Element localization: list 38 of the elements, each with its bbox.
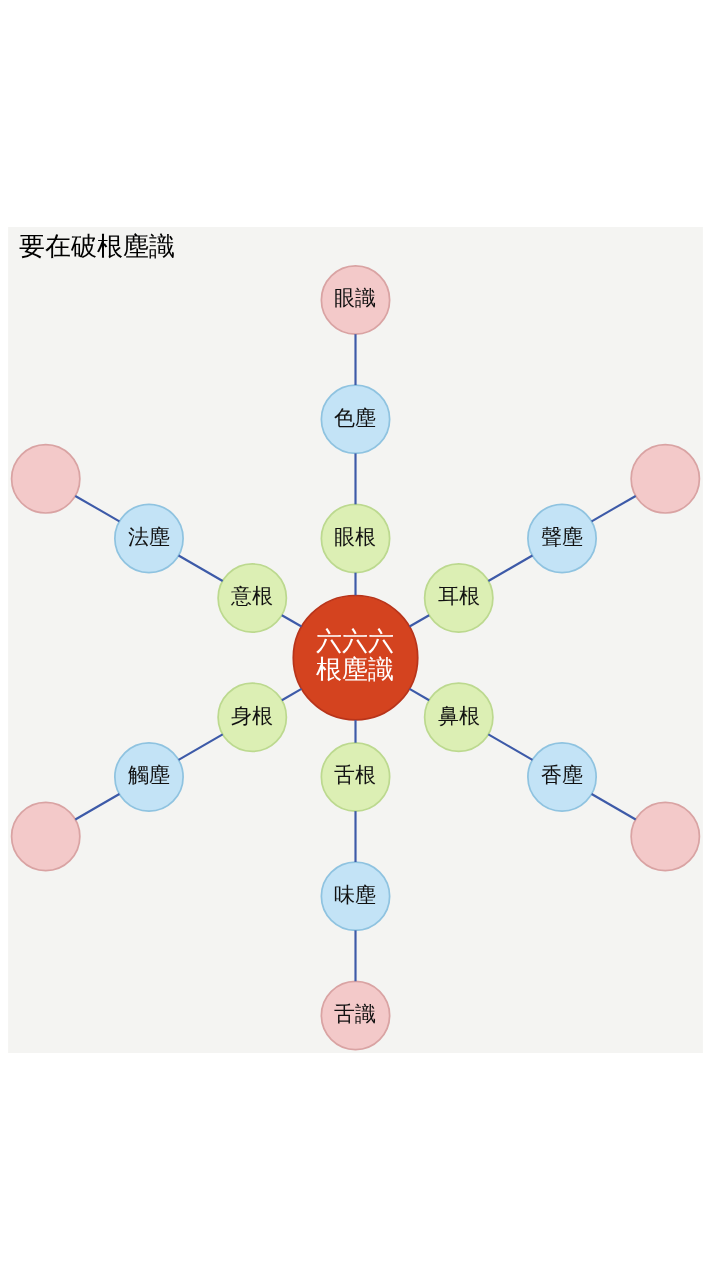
connector: [487, 733, 533, 761]
node-circle: 舌根: [320, 741, 391, 812]
connector: [354, 930, 357, 982]
node-circle: 色塵: [320, 384, 391, 455]
connector: [354, 811, 357, 862]
node-circle: 身根: [217, 682, 288, 753]
node-circle: 六六六 根塵識: [292, 594, 419, 721]
diagram-title: 要在破根塵識: [18, 230, 175, 261]
node-circle: 香塵: [527, 741, 597, 812]
connector: [281, 688, 302, 702]
node-circle: 眼根: [320, 503, 391, 574]
node-circle: 意根: [217, 563, 288, 634]
node-circle: 聲塵: [527, 503, 597, 574]
connector: [354, 334, 357, 386]
node-circle: 鼻根: [423, 682, 494, 753]
connector: [281, 614, 302, 628]
connector: [74, 495, 120, 523]
node-circle: [10, 443, 81, 514]
connector: [74, 793, 120, 821]
connector: [591, 495, 637, 523]
node-circle: 觸塵: [114, 741, 184, 812]
connector: [354, 720, 357, 743]
connector: [178, 733, 224, 761]
connector: [487, 554, 533, 582]
node-circle: 舌識: [320, 980, 391, 1051]
connector: [354, 572, 357, 596]
node-circle: 耳根: [423, 563, 494, 634]
connector: [591, 793, 637, 821]
connector: [409, 688, 430, 702]
connector: [409, 614, 430, 628]
node-circle: 法塵: [114, 503, 184, 574]
node-circle: 味塵: [320, 861, 391, 932]
node-circle: 眼識: [320, 265, 391, 335]
node-circle: [10, 801, 81, 872]
node-circle: [630, 801, 701, 872]
connector: [178, 554, 224, 582]
connector: [354, 453, 357, 505]
node-circle: [630, 443, 701, 514]
